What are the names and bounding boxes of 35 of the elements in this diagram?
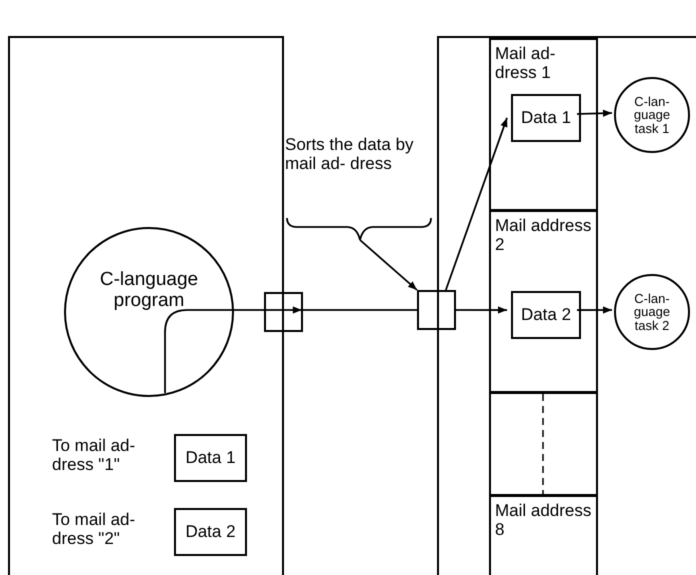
node-text: Data 2 — [185, 522, 236, 542]
data-box — [511, 291, 581, 339]
node-text: Data 1 — [520, 108, 572, 128]
address-cell — [489, 38, 598, 211]
data-box — [174, 434, 247, 482]
address-cell — [489, 210, 598, 393]
node-text: C-lan- guage task 2 — [632, 292, 672, 332]
address-cell — [489, 495, 598, 575]
frame-box — [437, 36, 696, 575]
arrow — [576, 110, 612, 117]
node-text: C-language program — [98, 268, 200, 312]
program-circle — [64, 227, 234, 397]
data-box — [511, 94, 581, 142]
arrow — [445, 118, 508, 290]
port-box — [417, 290, 456, 330]
cell-heading: Mail address 2 — [495, 216, 592, 254]
connector-line — [303, 309, 417, 311]
data-box — [174, 508, 247, 556]
note-text: Sorts the data by mail ad- dress — [285, 135, 415, 174]
node-text: Data 1 — [185, 448, 236, 468]
side-label: To mail ad- dress "2" — [52, 510, 136, 548]
frame-box — [8, 36, 284, 575]
cell-heading: Mail ad- dress 1 — [495, 44, 556, 82]
node-text: C-lan- guage task 1 — [632, 94, 672, 136]
node-text: Data 2 — [520, 305, 572, 325]
arrow — [577, 306, 612, 314]
arrow — [456, 306, 507, 314]
side-label: To mail ad- dress "1" — [52, 436, 136, 474]
arrow — [359, 239, 418, 291]
cell-heading: Mail address 8 — [495, 501, 592, 540]
address-cell — [489, 392, 598, 496]
arrow — [164, 306, 302, 393]
task-circle — [614, 274, 690, 350]
task-circle — [614, 77, 690, 153]
port-box — [264, 292, 303, 332]
